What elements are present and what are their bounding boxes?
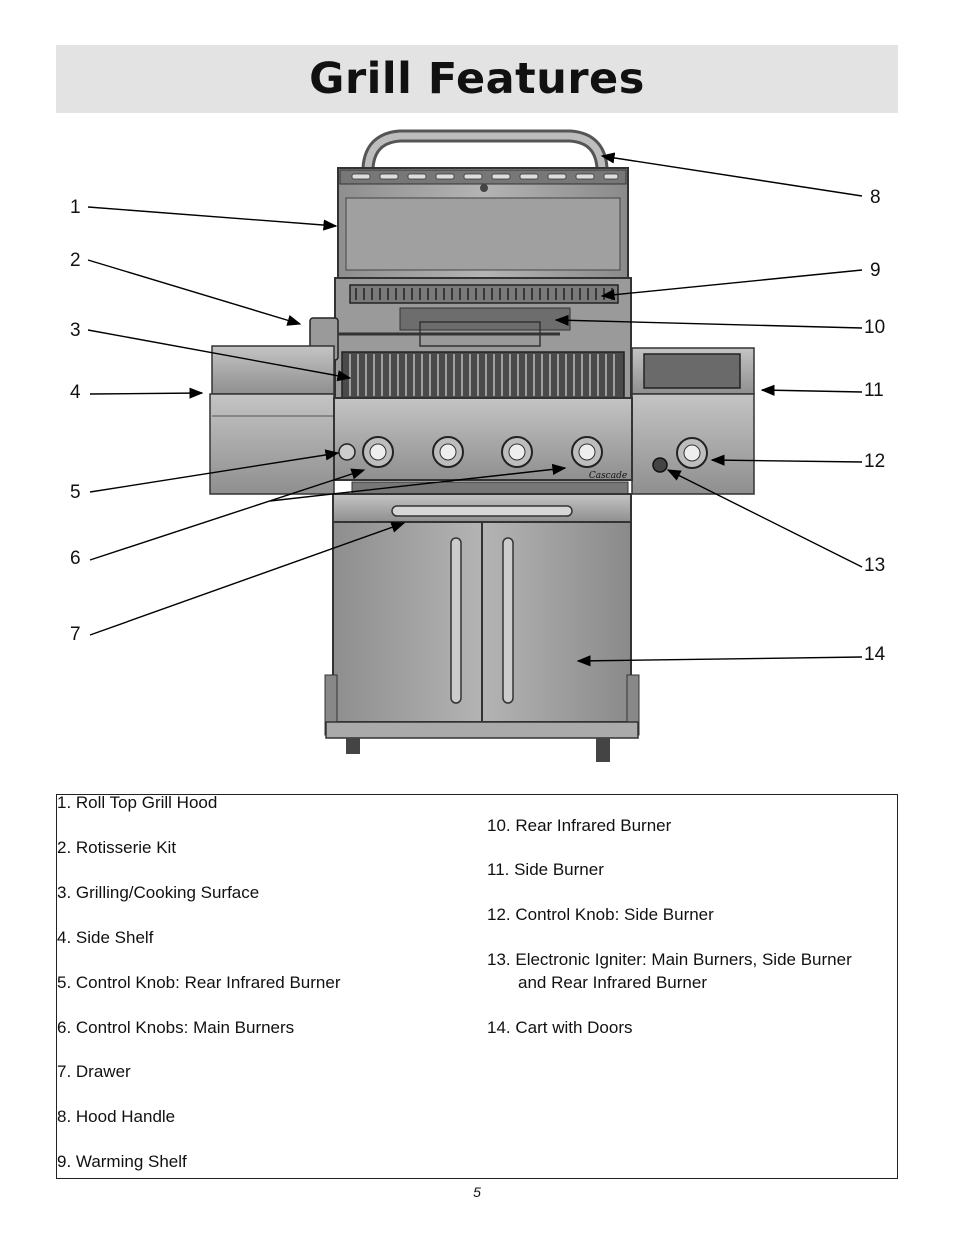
control-panel: Cascade — [333, 397, 633, 481]
legend-item: 11. Side Burner — [487, 860, 604, 879]
hood-handle — [361, 129, 609, 175]
callout-6: 6 — [70, 548, 81, 569]
control-knob-rear-infrared — [338, 443, 356, 461]
legend-item: 8. Hood Handle — [57, 1107, 176, 1126]
legend-item: 9. Warming Shelf — [57, 1152, 187, 1171]
callout-2: 2 — [70, 250, 81, 271]
callout-7: 7 — [70, 624, 81, 645]
legend-item: 3. Grilling/Cooking Surface — [57, 883, 260, 902]
callout-14: 14 — [864, 644, 886, 665]
cart-with-doors — [324, 493, 640, 762]
title-banner: Grill Features — [56, 45, 898, 113]
grill-illustration: Cascade — [87, 129, 863, 762]
legend-item: 6. Control Knobs: Main Burners — [57, 1018, 295, 1037]
callout-5: 5 — [70, 482, 81, 503]
roll-top-hood — [337, 167, 629, 281]
caster-right — [596, 738, 610, 762]
callout-13: 13 — [864, 555, 886, 576]
legend-item: 2. Rotisserie Kit — [57, 838, 177, 857]
electronic-igniter — [652, 457, 668, 473]
side-shelf — [209, 345, 335, 495]
legend-item-continuation: and Rear Infrared Burner — [518, 973, 707, 992]
door-handle-left — [450, 537, 462, 704]
cooking-surface — [341, 351, 625, 399]
side-burner — [631, 347, 755, 495]
callout-1: 1 — [70, 197, 81, 218]
callout-3: 3 — [70, 320, 81, 341]
callout-9: 9 — [870, 260, 881, 281]
grill-diagram: Cascade — [0, 120, 954, 780]
page-number: 5 — [473, 1184, 481, 1200]
callout-4: 4 — [70, 382, 81, 403]
callout-12: 12 — [864, 451, 886, 472]
callout-8: 8 — [870, 187, 881, 208]
rear-infrared-burner — [399, 307, 571, 331]
legend-item: 10. Rear Infrared Burner — [487, 816, 672, 835]
legend-item: 4. Side Shelf — [57, 928, 154, 947]
page-title: Grill Features — [309, 54, 645, 104]
callout-leaders — [87, 152, 863, 667]
callout-10: 10 — [864, 317, 886, 338]
legend-item: 7. Drawer — [57, 1062, 131, 1081]
legend-item: 5. Control Knob: Rear Infrared Burner — [57, 973, 341, 992]
legend-item: 12. Control Knob: Side Burner — [487, 905, 714, 924]
legend-item: 1. Roll Top Grill Hood — [57, 793, 218, 812]
legend-item: 14. Cart with Doors — [487, 1018, 633, 1037]
warming-shelf — [349, 284, 619, 304]
caster-left — [346, 738, 360, 754]
drawer-handle — [391, 505, 573, 517]
brand-plate: Cascade — [589, 471, 627, 481]
door-handle-right — [502, 537, 514, 704]
legend-item: 13. Electronic Igniter: Main Burners, Si… — [487, 950, 852, 969]
feature-legend: 1. Roll Top Grill Hood 2. Rotisserie Kit… — [56, 793, 898, 1179]
callout-11: 11 — [864, 380, 884, 401]
